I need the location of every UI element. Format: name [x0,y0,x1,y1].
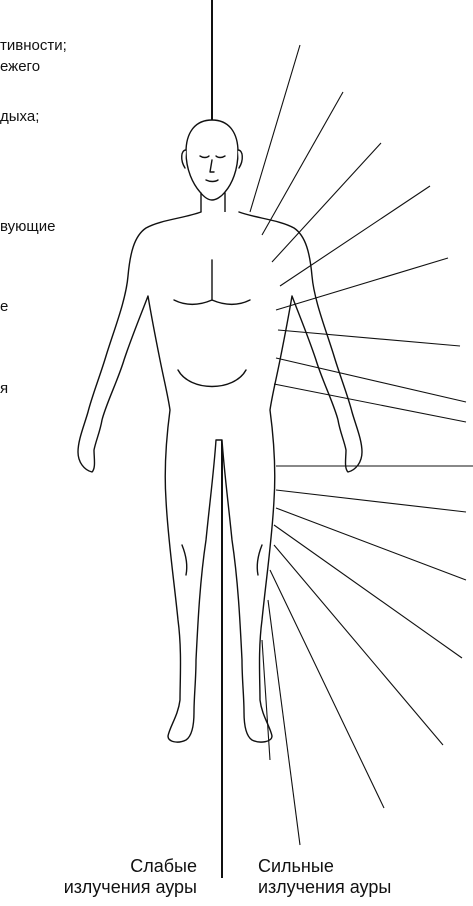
text-fragment-6: я [0,380,8,398]
aura-ray [276,508,466,580]
text-fragment-4: вующие [0,218,55,236]
text-fragment-3: дыха; [0,108,39,126]
aura-ray [262,92,343,235]
aura-ray [276,358,466,402]
aura-ray [250,45,300,212]
aura-ray [274,545,443,745]
strong-caption-line1: Сильные [258,856,391,877]
aura-ray [278,330,460,346]
aura-ray [268,600,300,845]
text-fragment-1: тивности; [0,37,67,55]
aura-ray [276,490,466,512]
human-figure [78,120,362,742]
aura-ray [272,143,381,262]
text-fragment-2: ежего [0,58,40,76]
weak-caption-line2: излучения ауры [64,877,197,898]
strong-caption-line2: излучения ауры [258,877,391,898]
text-fragment-5: е [0,298,8,316]
weak-caption-line1: Слабые [64,856,197,877]
weak-emissions-caption: Слабые излучения ауры [64,856,197,898]
aura-ray [274,384,466,422]
strong-emissions-caption: Сильные излучения ауры [258,856,391,898]
aura-ray [270,570,384,808]
